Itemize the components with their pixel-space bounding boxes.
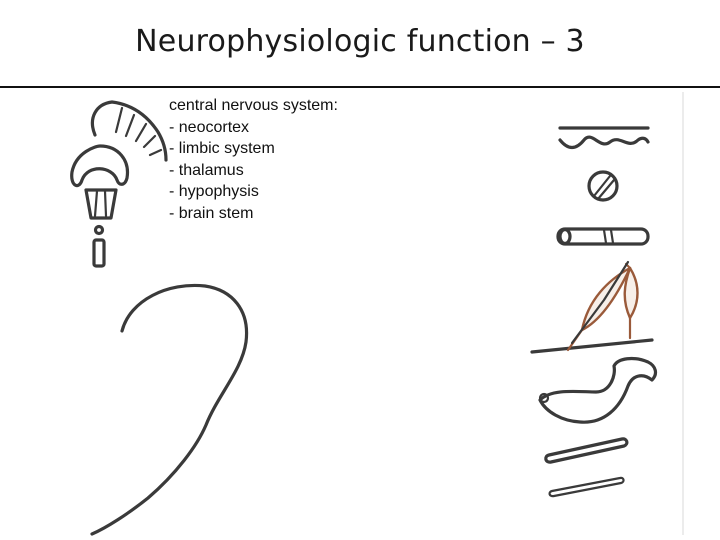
cell-sketch-icon xyxy=(587,170,619,202)
cns-item-neocortex: - neocortex xyxy=(169,118,250,136)
slide-title: Neurophysiologic function – 3 xyxy=(135,24,585,59)
cns-item-limbic-system: - limbic system xyxy=(169,140,275,157)
ear-outline-sketch-icon xyxy=(90,283,249,536)
bone-sketch-icon xyxy=(544,437,629,464)
nerve-fiber-sketch-icon xyxy=(556,227,650,246)
brain-hierarchy-sketch-icon xyxy=(70,100,168,268)
blood-vessel-sketch-icon xyxy=(548,476,625,498)
muscle-sketch-icon xyxy=(530,260,654,354)
intestine-sketch-icon xyxy=(538,356,658,424)
cns-item-hypophysis: - hypophysis xyxy=(169,183,259,200)
cns-item-brain-stem: - brain stem xyxy=(169,204,254,222)
cns-item-thalamus: - thalamus xyxy=(169,161,244,179)
cns-heading: central nervous system: xyxy=(169,97,338,114)
skin-wave-sketch-icon xyxy=(558,126,650,150)
title-divider xyxy=(0,86,720,88)
cns-list: central nervous system: - neocortex - li… xyxy=(169,95,338,224)
